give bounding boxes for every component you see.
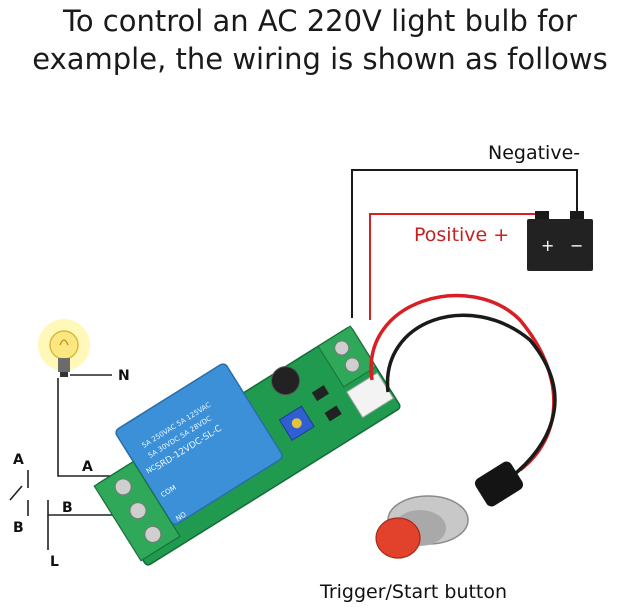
negative-wire — [351, 169, 578, 318]
battery-minus-label: − — [570, 236, 583, 255]
push-button-icon — [375, 461, 524, 559]
diagram-title: To control an AC 220V light bulb for exa… — [0, 2, 640, 78]
wire-a-label: A — [82, 459, 93, 475]
trigger-button-label: Trigger/Start button — [320, 581, 508, 603]
light-bulb-icon — [38, 319, 90, 377]
battery-icon: + − — [527, 211, 593, 271]
neutral-label: N — [118, 368, 130, 384]
live-label: L — [50, 554, 59, 570]
trigger-wires — [369, 293, 557, 480]
switch-b-label: B — [13, 520, 24, 536]
positive-label: Positive + — [414, 224, 510, 246]
trigger-connector — [346, 372, 394, 419]
capacitor — [271, 366, 301, 396]
switch-symbol-icon — [9, 470, 29, 516]
power-terminal-block — [317, 325, 377, 388]
wire-b-label: B — [62, 500, 73, 516]
battery-plus-label: + — [541, 236, 554, 255]
negative-label: Negative- — [488, 142, 581, 164]
relay-module: 5A 250VAC 5A 125VAC 5A 30VDC 5A 28VDC SR… — [93, 325, 401, 566]
title-line-1: To control an AC 220V light bulb for — [63, 4, 577, 38]
switch-a-label: A — [13, 452, 24, 468]
title-line-2: example, the wiring is shown as follows — [32, 42, 608, 76]
